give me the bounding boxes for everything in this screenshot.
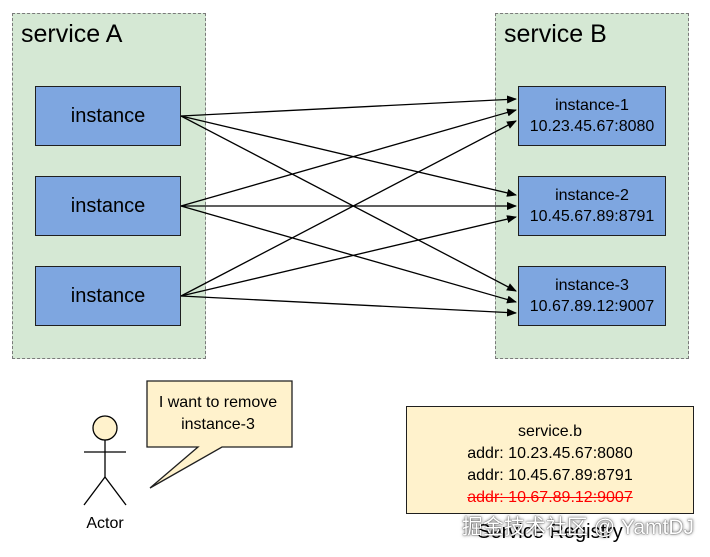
- edge-a3-b2: [180, 215, 517, 297]
- watermark: 掘金技术社区 @ YamtDJ: [461, 516, 694, 539]
- edge-a2-b1: [180, 108, 517, 207]
- speech-line-2: instance-3: [181, 416, 255, 433]
- instance-name: instance-2: [555, 187, 629, 204]
- service-b-instance-3[interactable]: instance-3 10.67.89.12:9007: [518, 266, 666, 326]
- instance-addr: 10.67.89.12:9007: [529, 298, 655, 315]
- instance-addr: 10.45.67.89:8791: [529, 208, 655, 225]
- edge-a2-b3: [180, 205, 517, 304]
- service-a-title: service A: [21, 20, 123, 48]
- instance-name: instance-3: [555, 277, 629, 294]
- instance-addr: 10.23.45.67:8080: [529, 118, 655, 135]
- speech-callout: [146, 380, 293, 489]
- service-a-instance-2[interactable]: instance: [35, 176, 181, 236]
- edge-a3-b3: [180, 295, 517, 317]
- edge-a3-b1: [180, 120, 517, 297]
- actor-label: Actor: [86, 515, 124, 532]
- edge-a1-b2: [180, 115, 517, 197]
- speech-line-1: I want to remove: [158, 394, 278, 411]
- service-a-instance-3[interactable]: instance: [35, 266, 181, 326]
- speech-text: I want to remove instance-3: [146, 392, 290, 436]
- service-b-title: service B: [504, 20, 607, 48]
- service-registry-box: service.b addr: 10.23.45.67:8080 addr: 1…: [406, 406, 694, 514]
- registry-entry-1: addr: 10.23.45.67:8080: [467, 445, 633, 462]
- instance-name: instance-1: [555, 97, 629, 114]
- registry-entry-2: addr: 10.45.67.89:8791: [467, 467, 633, 484]
- registry-entry-removed: addr: 10.67.89.12:9007: [467, 489, 633, 506]
- edge-a1-b3: [180, 115, 517, 292]
- service-a-instance-label: instance: [70, 194, 146, 217]
- registry-title: service.b: [517, 423, 583, 440]
- edge-a1-b1: [180, 95, 517, 117]
- service-a-instance-label: instance: [70, 284, 146, 307]
- service-a-instance-1[interactable]: instance: [35, 86, 181, 146]
- service-b-instance-1[interactable]: instance-1 10.23.45.67:8080: [518, 86, 666, 146]
- actor-icon: [83, 415, 127, 506]
- service-b-instance-2[interactable]: instance-2 10.45.67.89:8791: [518, 176, 666, 236]
- service-registry-label: Service Registry: [477, 521, 623, 543]
- service-a-instance-label: instance: [70, 104, 146, 127]
